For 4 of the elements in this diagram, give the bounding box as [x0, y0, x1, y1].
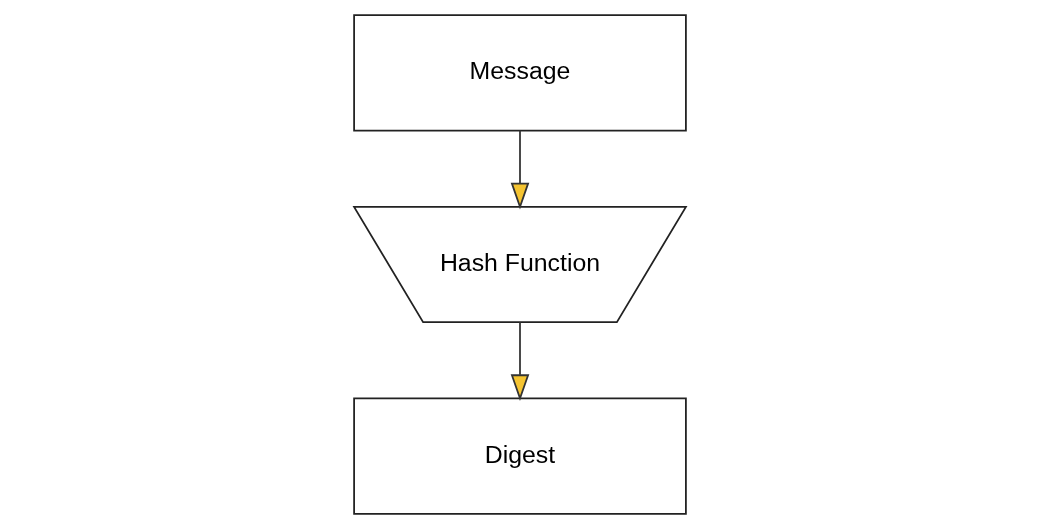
node-box: Digest — [353, 397, 687, 515]
arrow — [510, 321, 530, 401]
arrow — [510, 129, 530, 210]
node-box: Message — [353, 14, 687, 132]
